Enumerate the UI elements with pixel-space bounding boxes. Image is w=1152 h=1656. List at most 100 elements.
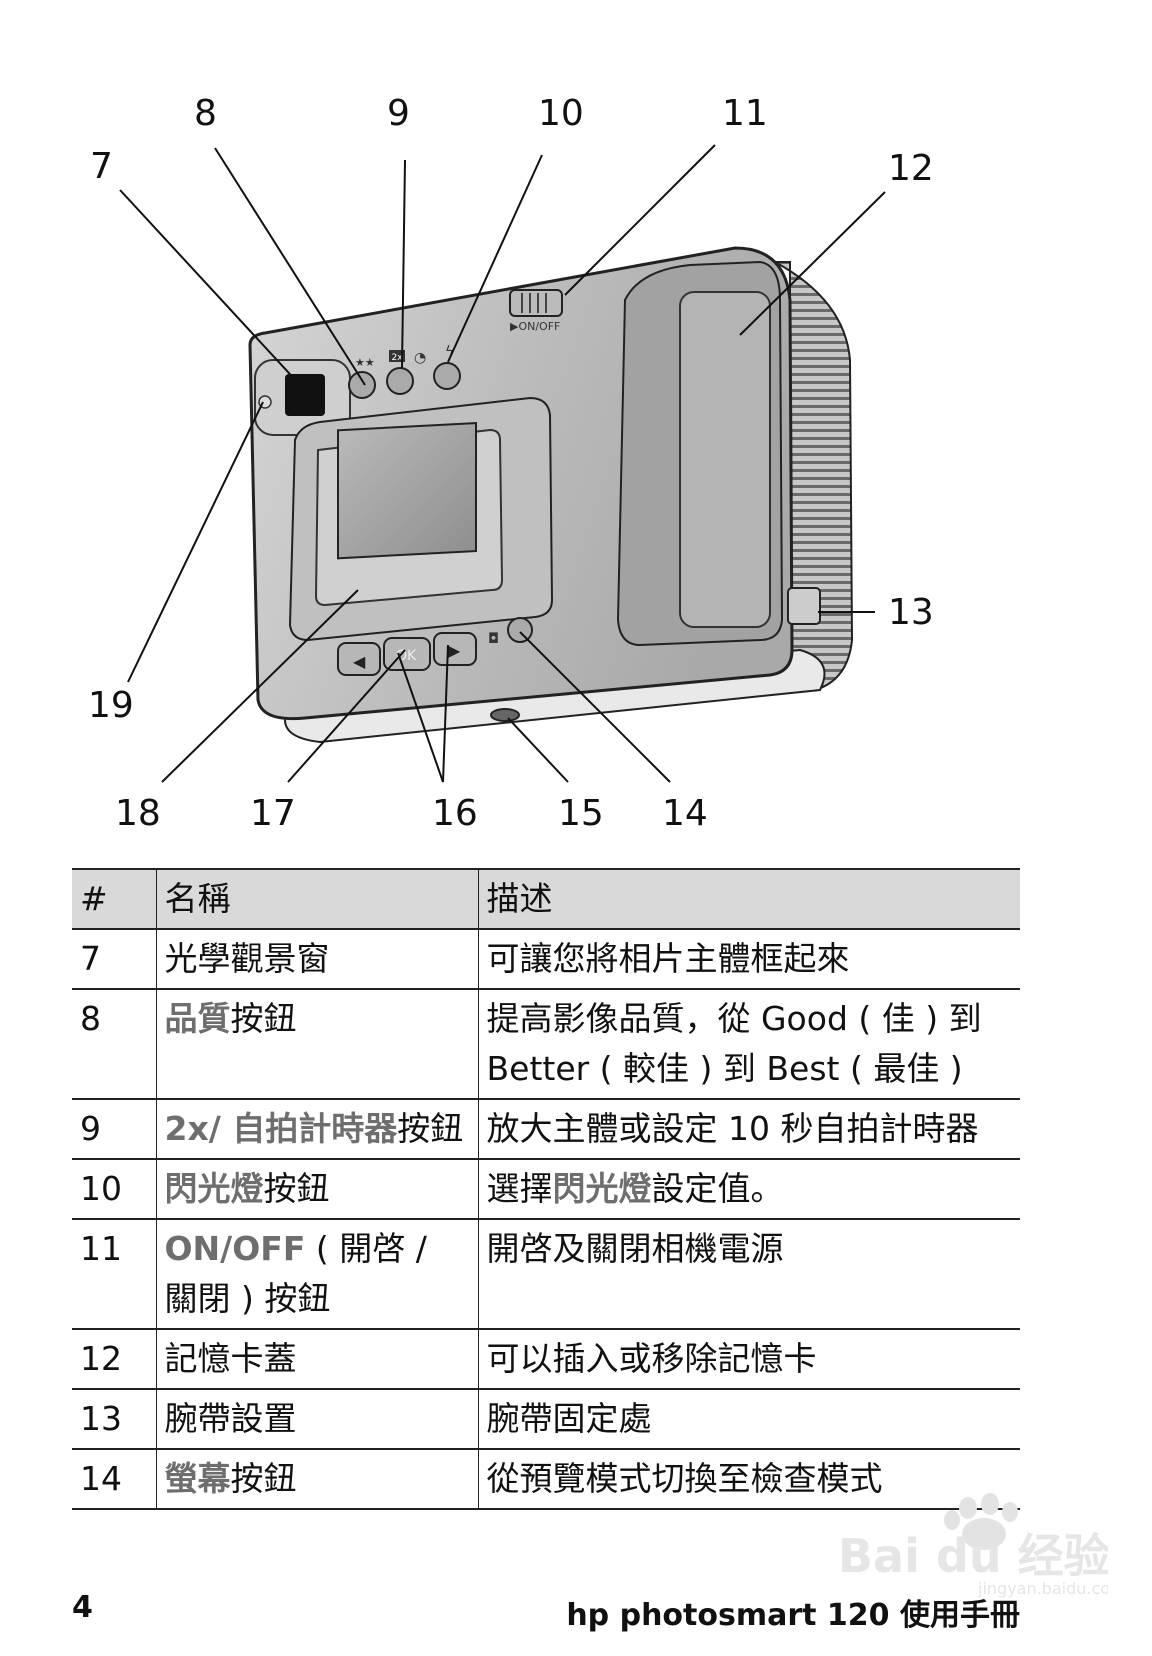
header-name: 名稱 — [155, 868, 478, 930]
row-number: 10 — [72, 1158, 156, 1220]
callout-17: 17 — [250, 793, 296, 834]
header-description: 描述 — [477, 868, 1020, 930]
row-number: 13 — [72, 1388, 156, 1450]
description-text: 提高影像品質，從 Good ( 佳 ) 到 Better ( 較佳 ) 到 Be… — [486, 999, 982, 1088]
table-row: 7 光學觀景窗 可讓您將相片主體框起來 — [72, 928, 1020, 990]
viewfinder-eyepiece — [285, 374, 325, 416]
part-name-highlight: ON/OFF — [164, 1229, 306, 1268]
power-switch-label: ▶ON/OFF — [510, 320, 560, 333]
quality-icon: ★★ — [355, 356, 375, 369]
zoom-timer-button — [386, 367, 414, 395]
callout-labels: 7 8 9 10 11 12 13 14 15 16 17 18 19 — [88, 93, 934, 834]
part-name-text: 按鈕 — [230, 1459, 297, 1498]
lcd-screen — [337, 422, 477, 560]
table-row: 9 2x/ 自拍計時器按鈕 放大主體或設定 10 秒自拍計時器 — [72, 1098, 1020, 1160]
part-name-highlight: 螢幕 — [164, 1459, 231, 1498]
part-name-text: 記憶卡蓋 — [164, 1339, 297, 1378]
display-icon: ◘ — [488, 631, 499, 647]
part-description: 提高影像品質，從 Good ( 佳 ) 到 Better ( 較佳 ) 到 Be… — [477, 988, 1020, 1100]
part-name-text: 光學觀景窗 — [164, 939, 330, 978]
quality-button — [348, 371, 376, 399]
part-description: 開啓及關閉相機電源 — [477, 1218, 1020, 1330]
part-description: 從預覽模式切換至檢查模式 — [477, 1448, 1020, 1510]
callout-9: 9 — [387, 93, 410, 134]
table-row: 12 記憶卡蓋 可以插入或移除記憶卡 — [72, 1328, 1020, 1390]
part-description: 選擇閃光燈設定值。 — [477, 1158, 1020, 1220]
callout-14: 14 — [662, 793, 708, 834]
callout-11: 11 — [722, 93, 768, 134]
table-row: 10 閃光燈按鈕 選擇閃光燈設定值。 — [72, 1158, 1020, 1220]
row-number: 12 — [72, 1328, 156, 1390]
part-name: 腕帶設置 — [155, 1388, 478, 1450]
part-name: 光學觀景窗 — [155, 928, 478, 990]
description-text: 選擇 — [486, 1169, 553, 1208]
part-name: ON/OFF ( 開啓 / 關閉 ) 按鈕 — [155, 1218, 478, 1330]
part-name: 閃光燈按鈕 — [155, 1158, 478, 1220]
header-number: # — [72, 868, 156, 930]
part-name: 螢幕按鈕 — [155, 1448, 478, 1510]
row-number: 14 — [72, 1448, 156, 1510]
description-highlight: 閃光燈 — [552, 1169, 652, 1208]
callout-13: 13 — [888, 592, 934, 633]
tripod-mount — [490, 708, 520, 722]
part-name-text: 按鈕 — [397, 1109, 464, 1148]
watermark-brand: Bai du 经验 — [838, 1529, 1108, 1583]
part-name: 2x/ 自拍計時器按鈕 — [155, 1098, 478, 1160]
timer-icon: ◔ — [414, 350, 426, 366]
description-text: 可以插入或移除記憶卡 — [486, 1339, 817, 1378]
zoom-label: 2x — [391, 353, 403, 363]
part-name-highlight: 閃光燈 — [164, 1169, 264, 1208]
table-row: 11 ON/OFF ( 開啓 / 關閉 ) 按鈕 開啓及關閉相機電源 — [72, 1218, 1020, 1330]
left-arrow-button — [337, 642, 381, 676]
flash-button — [433, 362, 461, 390]
callout-10: 10 — [538, 93, 584, 134]
display-button — [507, 617, 533, 643]
part-name-text: 按鈕 — [230, 999, 297, 1038]
description-text: 可讓您將相片主體框起來 — [486, 939, 850, 978]
part-name-text: 按鈕 — [263, 1169, 330, 1208]
description-text: 開啓及關閉相機電源 — [486, 1229, 784, 1268]
table-row: 8 品質按鈕 提高影像品質，從 Good ( 佳 ) 到 Better ( 較佳… — [72, 988, 1020, 1100]
paw-icon — [944, 1493, 1018, 1550]
watermark-domain: jingyan.baidu.com — [977, 1579, 1108, 1598]
part-name: 品質按鈕 — [155, 988, 478, 1100]
table-row: 13 腕帶設置 腕帶固定處 — [72, 1388, 1020, 1450]
part-description: 腕帶固定處 — [477, 1388, 1020, 1450]
row-number: 11 — [72, 1218, 156, 1330]
part-name-highlight: 2x/ 自拍計時器 — [164, 1109, 398, 1148]
callout-12: 12 — [888, 148, 934, 189]
baidu-watermark-logo: Bai du 经验 jingyan.baidu.com — [838, 1493, 1108, 1598]
callout-19: 19 — [88, 685, 134, 726]
part-name-text: ( 開啓 / 關閉 ) 按鈕 — [164, 1229, 427, 1318]
nav-buttons: ◀ OK ▶ — [337, 632, 477, 676]
part-name: 記憶卡蓋 — [155, 1328, 478, 1390]
camera-illustration: 2x ★★ ◔ ϟ ▶ON/OFF ◀ OK ▶ ◘ — [248, 246, 854, 744]
footer-title: hp photosmart 120 使用手冊 — [566, 1598, 1020, 1633]
description-text: 設定值。 — [651, 1169, 784, 1208]
part-description: 可以插入或移除記憶卡 — [477, 1328, 1020, 1390]
callout-18: 18 — [115, 793, 161, 834]
row-number: 7 — [72, 928, 156, 990]
part-name-highlight: 品質 — [164, 999, 231, 1038]
callout-16: 16 — [432, 793, 478, 834]
part-name-text: 腕帶設置 — [164, 1399, 297, 1438]
leader-lines — [119, 144, 886, 783]
description-text: 放大主體或設定 10 秒自拍計時器 — [486, 1109, 979, 1148]
power-switch — [509, 289, 563, 317]
parts-table: # 名稱 描述 7 光學觀景窗 可讓您將相片主體框起來 8 品質按鈕 提高影像品… — [72, 868, 1020, 1510]
right-arrow-icon: ▶ — [448, 641, 461, 660]
description-text: 從預覽模式切換至檢查模式 — [486, 1459, 883, 1498]
flash-icon: ϟ — [445, 344, 454, 360]
callout-7: 7 — [90, 146, 113, 187]
callout-15: 15 — [558, 793, 604, 834]
table-header-row: # 名稱 描述 — [72, 868, 1020, 930]
left-arrow-icon: ◀ — [353, 652, 366, 671]
page-number: 4 — [72, 1590, 93, 1625]
camera-back-diagram: 2x ★★ ◔ ϟ ▶ON/OFF ◀ OK ▶ ◘ — [88, 93, 934, 834]
card-door-panel — [679, 291, 771, 628]
strap-mount — [787, 587, 821, 625]
part-description: 可讓您將相片主體框起來 — [477, 928, 1020, 990]
callout-8: 8 — [194, 93, 217, 134]
part-description: 放大主體或設定 10 秒自拍計時器 — [477, 1098, 1020, 1160]
description-text: 腕帶固定處 — [486, 1399, 652, 1438]
